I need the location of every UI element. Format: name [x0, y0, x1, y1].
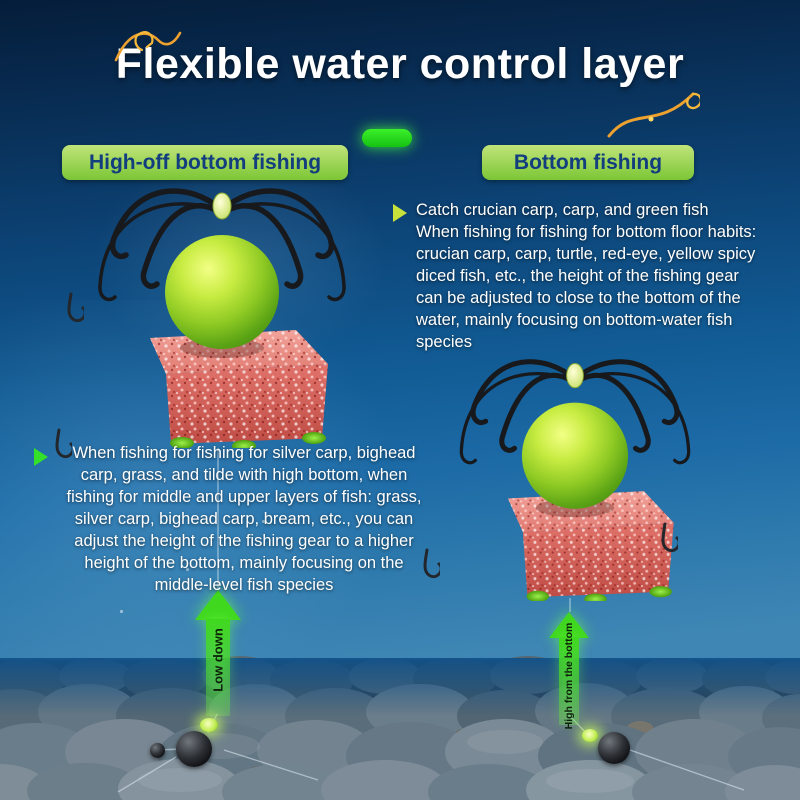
float-knob — [566, 363, 584, 389]
label-bottom-fishing: Bottom fishing — [482, 145, 694, 180]
fishing-rig-right — [459, 359, 691, 601]
bubble — [120, 610, 123, 613]
bubble — [262, 520, 265, 523]
cube-foot — [584, 593, 607, 601]
hook-wires — [98, 188, 346, 302]
arrow-label-low-down: Low down — [210, 628, 226, 692]
fishing-hook-icon — [607, 92, 700, 138]
cube-foot — [526, 590, 549, 601]
arrow-up-body — [206, 619, 230, 716]
bubble — [648, 322, 651, 325]
bubble — [700, 250, 702, 252]
sinker-bead — [176, 731, 212, 767]
glow-bead — [200, 718, 218, 732]
fish-hook-icon — [423, 548, 440, 579]
description-line: Catch crucian carp, carp, and green fish — [416, 201, 709, 219]
divider-pill — [362, 129, 412, 147]
hook-wires — [459, 359, 691, 465]
bottom-fishing-description: Catch crucian carp, carp, and green fish… — [416, 200, 766, 354]
label-text: Bottom fishing — [513, 150, 663, 174]
triangle-right-icon — [393, 204, 407, 222]
cube-foot — [649, 586, 672, 598]
glow-bead — [582, 729, 598, 742]
high-off-description: When fishing for fishing for silver carp… — [66, 444, 422, 594]
arrow-label-high-from-bottom: High from the bottom — [563, 622, 575, 730]
arrow-up-body — [559, 637, 579, 725]
description-body: When fishing for fishing for bottom floo… — [416, 222, 757, 351]
bubble — [186, 568, 189, 571]
sinker-bead — [598, 732, 630, 764]
fishing-hook-icon — [114, 31, 182, 62]
cube-foot — [302, 432, 326, 444]
page-title: Flexible water control layer — [115, 40, 685, 88]
riverbed-rocks — [0, 656, 800, 800]
arrow-up-icon — [549, 612, 589, 638]
cube-foot — [170, 437, 194, 448]
fish-hook-icon — [661, 522, 678, 553]
fish-hook-icon — [67, 292, 84, 323]
float-knob — [212, 192, 232, 220]
fishing-rig-left — [98, 188, 346, 448]
arrow-up-icon — [195, 590, 241, 620]
label-high-off-bottom: High-off bottom fishing — [62, 145, 348, 180]
triangle-right-icon — [34, 448, 48, 466]
label-text: High-off bottom fishing — [88, 150, 322, 174]
fish-hook-icon — [55, 428, 72, 459]
sinker-bead-small — [150, 743, 165, 758]
bait-cube — [507, 491, 674, 601]
float-ball — [521, 402, 629, 509]
float-ball — [165, 235, 279, 349]
cube-foot — [232, 440, 256, 448]
